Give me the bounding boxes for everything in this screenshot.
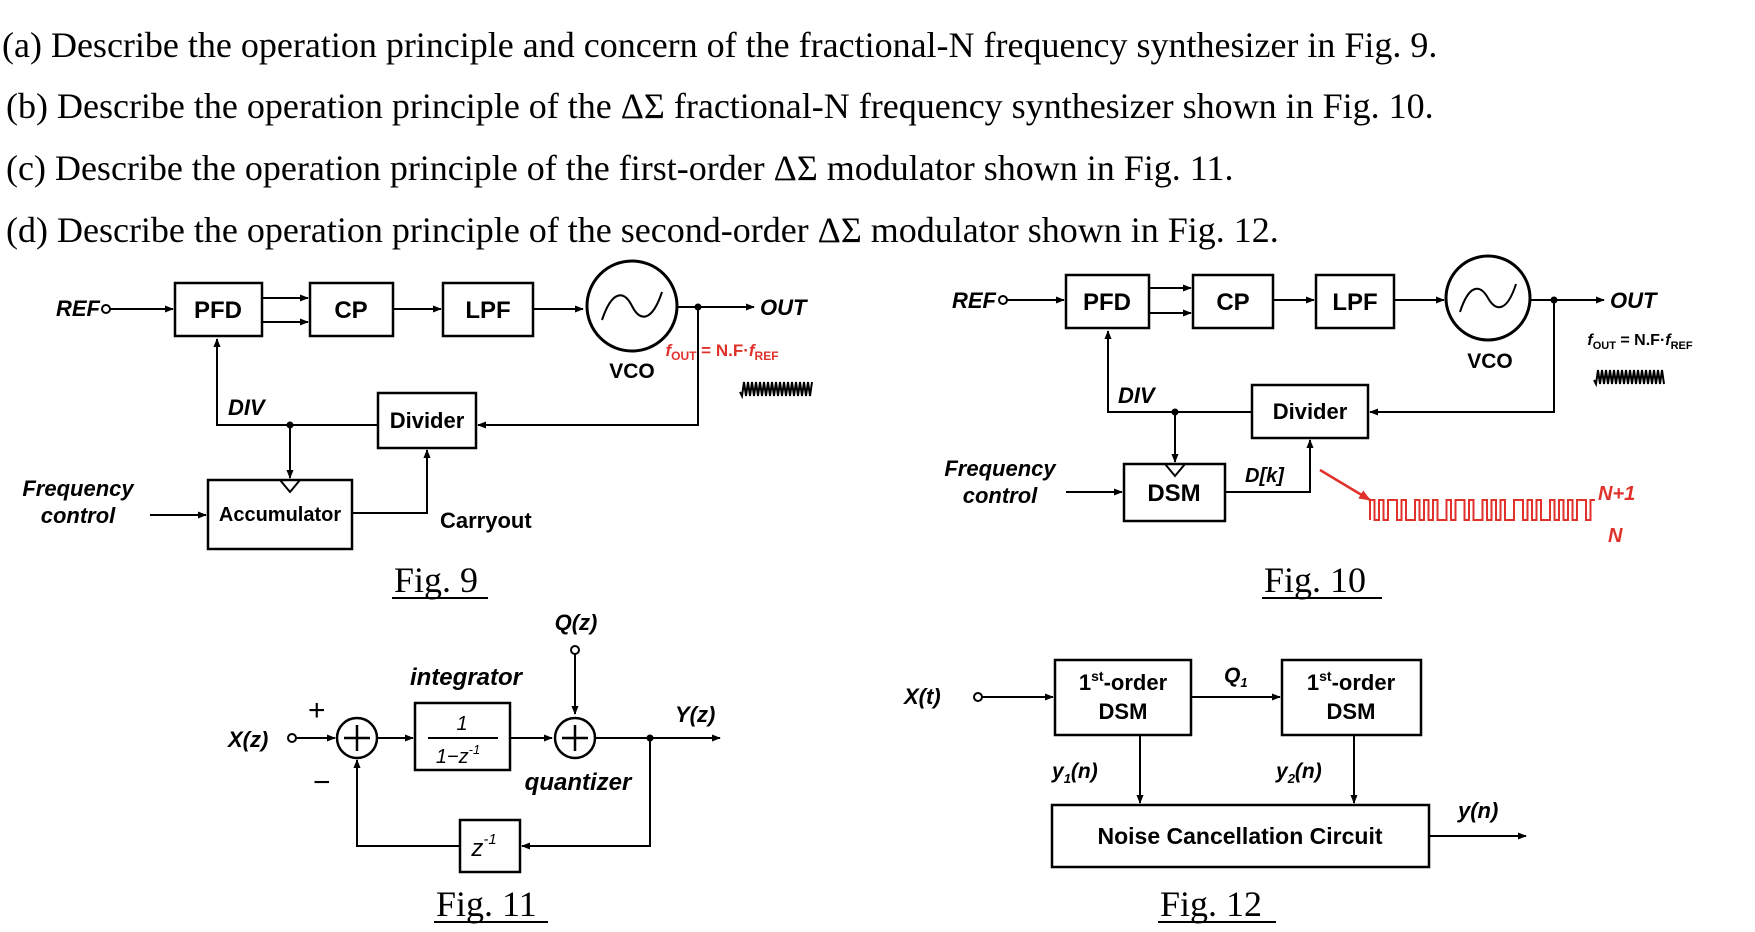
question-b: (b) Describe the operation principle of …: [6, 86, 1434, 126]
fig12-dsm2-block: [1280, 658, 1423, 737]
fig12: X(t) 1st-order DSM Q1 1st-order DSM y1(n…: [902, 658, 1527, 924]
fig10-dk-pulse-train-icon: [1369, 499, 1595, 521]
fig11-delay-block: [458, 818, 522, 874]
fig10-ref-terminal: [998, 295, 1008, 305]
fig9-lpf-label: LPF: [465, 297, 510, 324]
fig11-integrator-den: 1−z-1: [436, 742, 480, 768]
fig12-dsm1-block: [1053, 658, 1193, 737]
fig10-n-label: N: [1608, 525, 1623, 547]
fig10-dsm-label: DSM: [1147, 480, 1200, 507]
fig10-ref-label: REF: [952, 288, 997, 313]
fig11-qz-label: Q(z): [555, 610, 598, 635]
fig9-accumulator-block: [206, 478, 354, 551]
fig9-out-label: OUT: [760, 295, 808, 320]
fig10-caption: Fig. 10: [1264, 560, 1366, 600]
fig12-input-terminal: [973, 692, 983, 702]
fig11-input-terminal: [287, 733, 297, 743]
fig9: REF PFD CP LPF VCO OUT fOUT = N.F·fREF D…: [22, 259, 813, 600]
fig9-div-wire: [213, 338, 378, 426]
fig11-feedback-wire: [521, 738, 651, 850]
fig11: X(z) + − integrator 1 1−z-1 Q(z) quantiz…: [226, 610, 721, 924]
fig11-plus-sign: +: [308, 694, 326, 727]
fig10-out-label: OUT: [1610, 288, 1658, 313]
fig10-pfd-block: [1064, 273, 1151, 330]
fig10-lpf-label: LPF: [1332, 289, 1377, 316]
fig9-cp-label: CP: [334, 297, 367, 324]
fig11-xz-label: X(z): [226, 727, 268, 752]
fig12-dsm2-line2: DSM: [1327, 699, 1376, 724]
fig11-yz-label: Y(z): [675, 702, 715, 727]
fig10-dk-wire: [1225, 439, 1314, 493]
question-d: (d) Describe the operation principle of …: [6, 210, 1279, 250]
fig12-caption: Fig. 12: [1160, 884, 1262, 924]
fig12-dsm1-line2: DSM: [1099, 699, 1148, 724]
fig10-vco-label: VCO: [1467, 350, 1513, 373]
fig9-vco-sine-icon: [601, 291, 663, 321]
fig9-carryout-wire: [352, 449, 431, 514]
fig9-divider-label: Divider: [390, 408, 465, 433]
fig10-divider-label: Divider: [1273, 399, 1348, 424]
fig10-n-plus-1-label: N+1: [1598, 483, 1635, 505]
fig10-divider-block: [1250, 383, 1370, 440]
fig9-caption: Fig. 9: [394, 560, 478, 600]
fig11-q-terminal: [570, 645, 580, 655]
question-a: (a) Describe the operation principle and…: [2, 25, 1437, 65]
fig12-dsm2-line1: 1st-order: [1307, 668, 1396, 695]
fig10-pfd-label: PFD: [1083, 289, 1131, 316]
fig11-integrator-label: integrator: [410, 664, 524, 691]
fig11-delay-label: z-1: [470, 831, 496, 862]
question-c: (c) Describe the operation principle of …: [6, 148, 1233, 188]
fig9-freq-control-line2: control: [41, 503, 116, 528]
fig9-freq-control-line1: Frequency: [22, 476, 135, 501]
fig11-integrator-block: [413, 701, 512, 772]
fig11-quantizer-label: quantizer: [525, 769, 633, 796]
fig12-xt-label: X(t): [902, 684, 941, 709]
fig9-ref-label: REF: [56, 296, 101, 321]
fig9-div-label: DIV: [228, 395, 267, 420]
fig9-fout-eq: fOUT = N.F·fREF: [665, 341, 778, 363]
fig11-integrator-num: 1: [456, 713, 467, 735]
fig10-freq-control-line1: Frequency: [944, 456, 1057, 481]
fig10-fout-eq: fOUT = N.F·fREF: [1587, 332, 1693, 352]
fig12-y2-label: y2(n): [1275, 760, 1322, 786]
fig10-lpf-block: [1314, 273, 1396, 330]
fig9-pfd-block: [173, 281, 264, 338]
fig10-div-wire: [1104, 330, 1252, 413]
fig9-divider-block: [376, 391, 478, 450]
fig10-feedback-wire: [1369, 300, 1555, 416]
fig10-vco-sine-icon: [1459, 283, 1517, 313]
fig10-dk-label: D[k]: [1245, 465, 1285, 487]
fig11-summer1-plus-icon: [344, 725, 370, 751]
fig12-y1-label: y1(n): [1051, 760, 1098, 786]
fig12-ncc-block: [1050, 803, 1431, 869]
fig12-yn-label: y(n): [1457, 798, 1498, 823]
fig12-q1-label: Q1: [1224, 664, 1248, 690]
fig9-carryout-label: Carryout: [440, 508, 532, 533]
fig9-pfd-label: PFD: [194, 297, 242, 324]
fig11-caption: Fig. 11: [436, 884, 537, 924]
fig10-dk-pointer-arrow: [1319, 468, 1372, 502]
fig10-freq-control-line2: control: [963, 483, 1038, 508]
fig12-dsm1-line1: 1st-order: [1079, 668, 1168, 695]
fig11-minus-sign: −: [313, 766, 331, 799]
fig9-ref-terminal: [101, 304, 111, 314]
fig10-cp-block: [1191, 273, 1275, 330]
fig9-accumulator-label: Accumulator: [219, 504, 341, 526]
fig9-vco-label: VCO: [609, 360, 655, 383]
fig11-feedback-to-sum-wire: [353, 759, 460, 847]
fig9-cp-block: [308, 281, 395, 338]
fig10-cp-label: CP: [1216, 289, 1249, 316]
fig10-dsm-block: [1122, 462, 1227, 523]
fig10-clock-icon: [1164, 463, 1186, 478]
fig10-output-waveform-icon: [1593, 369, 1665, 388]
fig10-div-label: DIV: [1118, 383, 1157, 408]
fig10: REF PFD CP LPF VCO OUT fOUT = N.F·fREF D…: [944, 254, 1693, 600]
fig9-lpf-block: [441, 281, 535, 338]
fig12-ncc-label: Noise Cancellation Circuit: [1097, 823, 1382, 849]
fig9-feedback-wire: [477, 307, 699, 429]
fig11-summer2-plus-icon: [562, 725, 588, 751]
fig9-output-waveform-icon: [739, 381, 813, 400]
fig9-clock-icon: [279, 479, 301, 494]
